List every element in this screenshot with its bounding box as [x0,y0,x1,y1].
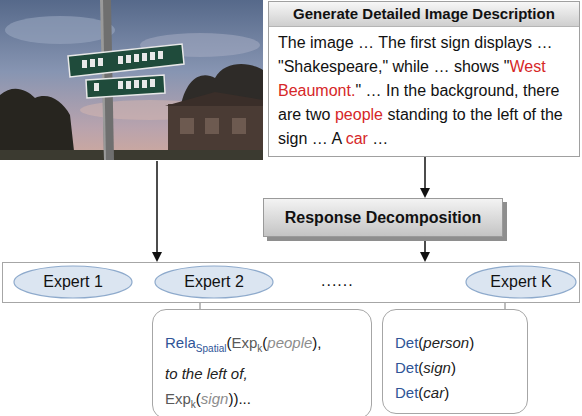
text-run: Rela [165,334,196,351]
street-sign-photo [0,0,263,160]
roof [165,92,263,106]
node-text: Expert K [490,273,551,291]
text-run: sign [201,390,229,407]
program-callout: Det(person)Det(sign)Det(car) [382,309,528,414]
sign-lettering [94,79,155,91]
text-run: people [267,334,312,351]
ellipse-shape [466,266,576,298]
expert-band: Expert 1 Expert 2 Expert K...... [2,262,580,303]
arrow-head [152,252,162,262]
expert-ellipse: Expert 1 [13,265,133,299]
description-text: The image … The first sign displays … "S… [269,27,579,155]
ellipsis-label: ...... [321,272,354,290]
text-run: car [423,384,444,401]
text-run: sign [423,359,451,376]
connector [420,157,430,198]
node-text: Det(car) [395,380,517,405]
text-run: k [191,399,196,410]
node-text: Det(person) [395,330,517,355]
text-run: Det [395,334,418,351]
arrow-line [156,161,158,253]
description-box: Generate Detailed Image DescriptionThe i… [268,1,580,157]
arrow-head [420,252,430,262]
text-run: Det [395,359,418,376]
text-run: person [423,334,469,351]
text-run: Det [395,384,418,401]
connector-line [424,237,426,253]
node-text: Expert 1 [43,273,103,291]
node-text: RelaSpatial(Expk(people), [165,330,361,361]
node-text: to the left of, [165,361,361,386]
window [180,118,194,134]
street-sign [68,44,184,77]
text-run: car [346,130,368,147]
text-run: West [509,58,545,75]
process-box: Response Decomposition [263,198,503,237]
ellipse-shape [155,266,273,298]
node-text: Response Decomposition [285,209,481,227]
street-sign [86,75,165,98]
tree [0,89,75,160]
node-text: Det(sign) [395,355,517,380]
expert-ellipse: Expert K [465,265,577,299]
program-callout: RelaSpatial(Expk(people), to the left of,… [152,309,372,416]
box-heading: Generate Detailed Image Description [269,2,579,27]
text-run: k [257,343,262,354]
text-run: people [335,106,383,123]
connector [420,237,430,262]
expert-ellipse: Expert 2 [154,265,274,299]
text-run: Exp [231,334,257,351]
text-run: to the left of, [165,365,248,382]
ground [0,150,263,160]
connector-line [424,157,426,189]
arrow-head [420,188,430,198]
text-run: Beaumont. [278,82,355,99]
sky [0,0,263,160]
cloud [5,16,115,44]
window [205,118,219,134]
text-run: Spatial [196,343,227,354]
ellipse-shape [14,266,132,298]
window [232,118,246,134]
node-text: Expk(sign))... [165,386,361,416]
node-text: Expert 2 [184,273,244,291]
sign-lettering [82,51,163,68]
text-run: Exp [165,390,191,407]
